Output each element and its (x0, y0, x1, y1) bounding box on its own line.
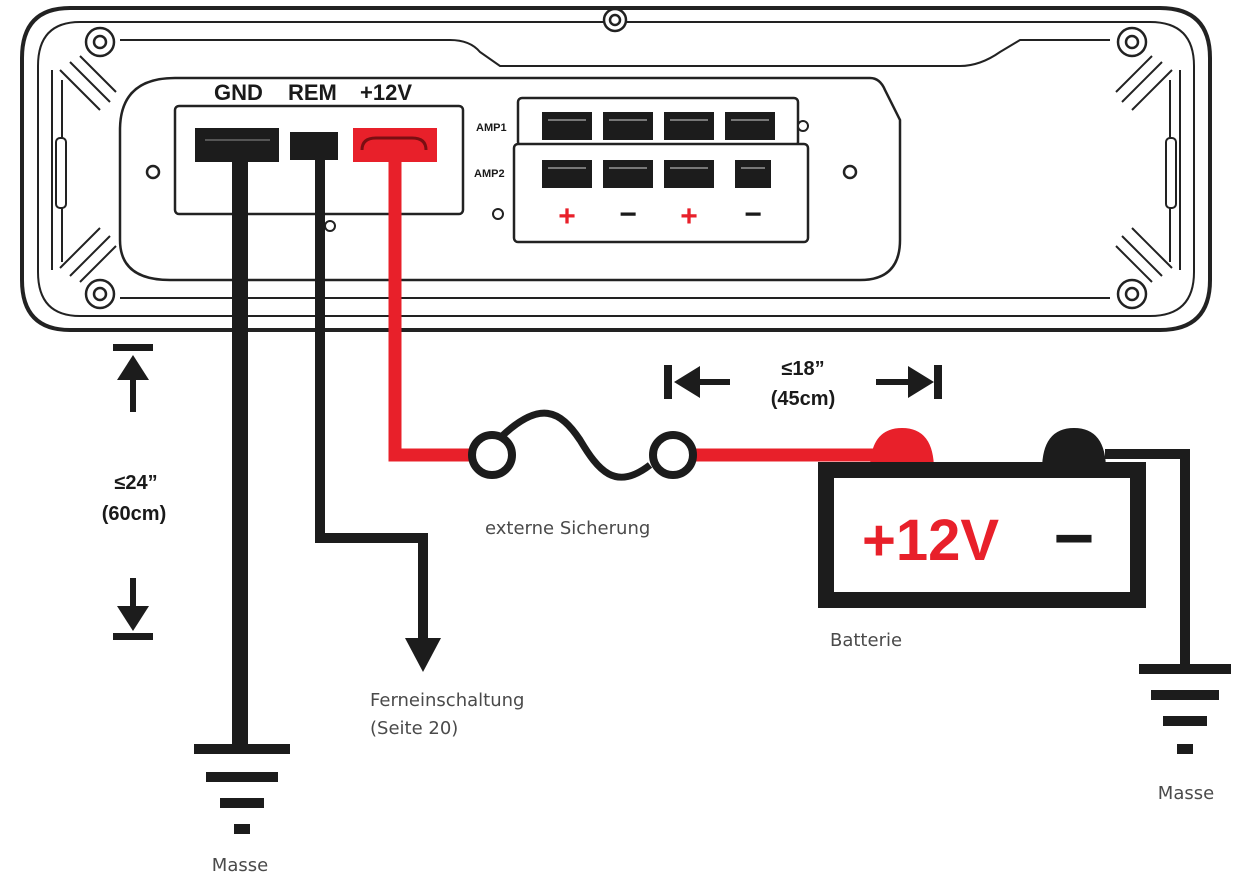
plus12v-terminal-slot (360, 136, 428, 151)
fuse-distance-max: ≤18” (781, 358, 824, 380)
ground-left-label: Masse (212, 855, 268, 876)
battery-label: Batterie (830, 630, 902, 651)
plus12v-wire (388, 160, 470, 462)
amplifier-housing: GND REM +12V AMP1 AMP2 + − + − (20, 6, 1212, 332)
polarity-minus-1: − (619, 198, 637, 231)
battery-minus-label: − (1054, 499, 1095, 577)
plus12v-terminal (353, 128, 437, 162)
housing-top-bevel (120, 39, 1110, 67)
gnd-label: GND (214, 80, 263, 105)
fuse-distance-dimension (664, 365, 942, 399)
panel-screw-left (145, 164, 161, 180)
rem-wire (315, 158, 428, 645)
ground-length-dimension (113, 344, 153, 640)
battery: +12V − (818, 428, 1146, 608)
fuse-eyelet-left (468, 431, 516, 479)
wiring (232, 158, 1190, 745)
amp2-label: AMP2 (474, 168, 505, 180)
amp2-speaker-sockets (542, 160, 771, 188)
mounting-screw-top-left (84, 26, 116, 58)
speaker-block-clip-bottom (492, 208, 504, 220)
battery-case (818, 462, 1146, 608)
rem-terminal (290, 132, 338, 160)
ground-right-label: Masse (1158, 783, 1214, 804)
ground-length-max: ≤24” (114, 472, 157, 494)
panel-screw-right (842, 164, 858, 180)
remote-label: Ferneinschaltung (370, 690, 524, 711)
left-side-fins (51, 70, 67, 270)
mounting-screw-bottom-right (1116, 278, 1148, 310)
battery-plus-label: +12V (862, 508, 999, 573)
mounting-screw-bottom-left (84, 278, 116, 310)
external-fuse (468, 409, 697, 481)
ground-symbol-right (1139, 664, 1231, 754)
plus12v-label: +12V (360, 80, 412, 105)
fuse-element (498, 409, 653, 481)
polarity-plus-2: + (680, 200, 698, 233)
polarity-plus-1: + (558, 200, 576, 233)
mounting-screw-top-right (1116, 26, 1148, 58)
rem-arrowhead (405, 638, 441, 672)
speaker-block-clip-top (797, 120, 809, 132)
right-side-fins (1165, 70, 1181, 270)
rem-label: REM (288, 80, 337, 105)
fuse-eyelet-right (649, 431, 697, 479)
amp1-speaker-sockets (542, 112, 775, 140)
battery-positive-post (870, 428, 934, 470)
polarity-minus-2: − (744, 198, 762, 231)
battery-negative-post (1042, 428, 1106, 470)
gnd-terminal (195, 128, 279, 162)
terminal-block-clip (324, 220, 336, 232)
corner-ribs (59, 55, 1173, 283)
ground-length-max-metric: (60cm) (102, 503, 166, 525)
ground-symbol-left (194, 744, 290, 834)
battery-negative-wire (1105, 449, 1190, 665)
fuse-label: externe Sicherung (485, 518, 650, 539)
fuse-distance-max-metric: (45cm) (771, 388, 835, 410)
amp1-label: AMP1 (476, 122, 507, 134)
housing-inner-ridge (37, 21, 1195, 317)
remote-page-label: (Seite 20) (370, 718, 458, 739)
mounting-screw-top-center (602, 7, 628, 33)
